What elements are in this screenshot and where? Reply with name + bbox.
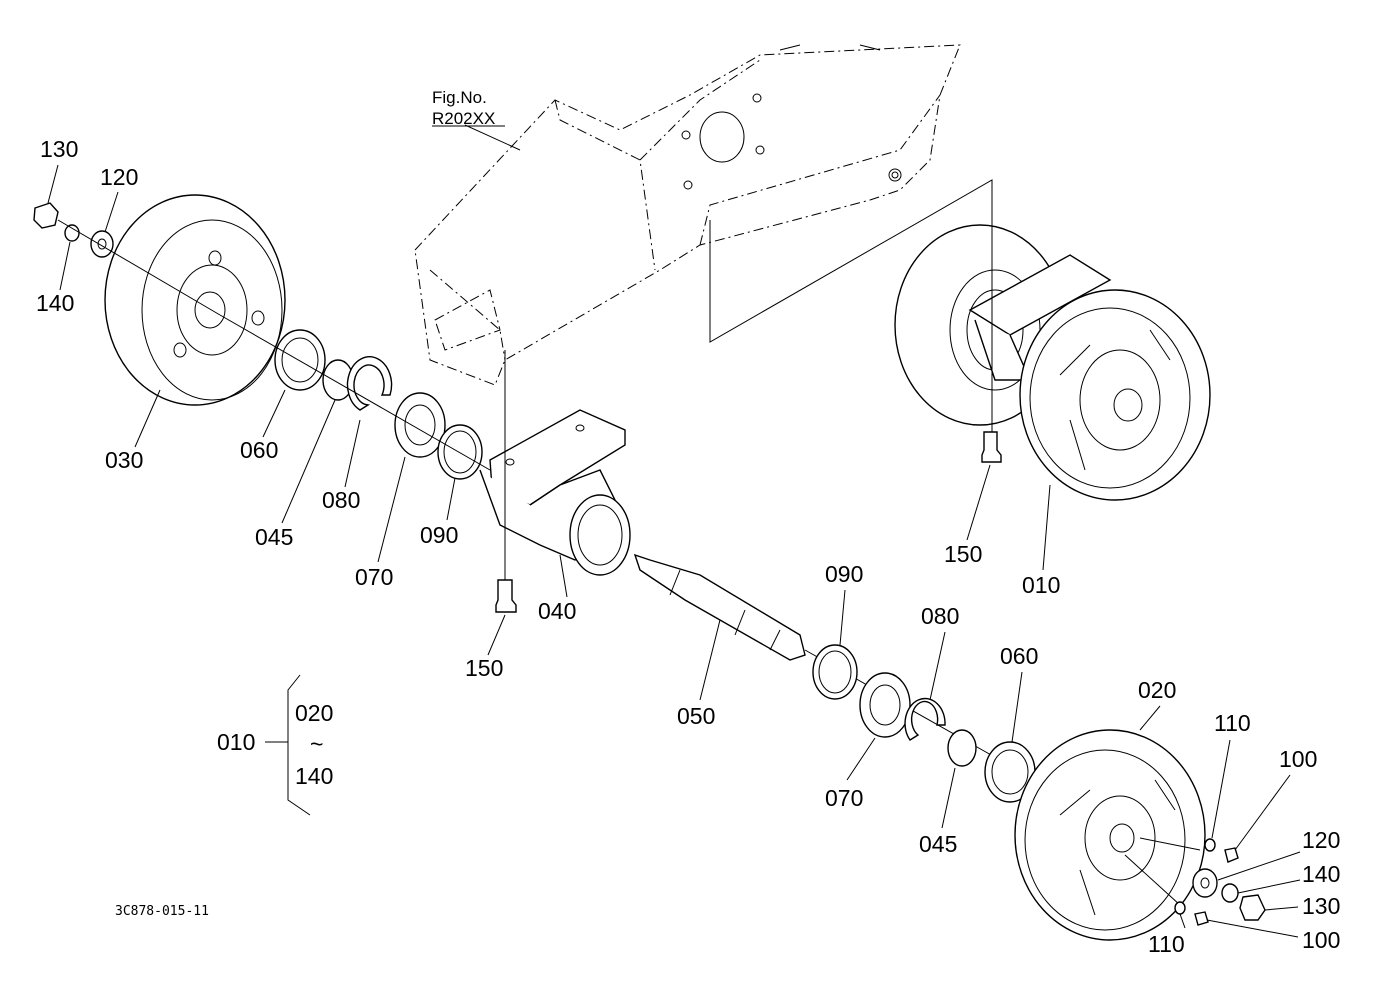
callout-080-left: 080 [322, 487, 360, 513]
callout-140-right: 140 [1302, 861, 1340, 887]
callout-045-right: 045 [919, 831, 957, 857]
left-small-parts [33, 202, 221, 316]
callout-110-bottom: 110 [1148, 931, 1185, 957]
callout-100-top: 100 [1279, 746, 1317, 772]
callout-130-left: 130 [40, 136, 78, 162]
callout-070-left: 070 [355, 564, 393, 590]
left-bearing-stack [219, 314, 491, 480]
assembly-range-start: 020 [295, 700, 333, 726]
wheel-assembly-010 [894, 224, 1211, 501]
callout-060-left: 060 [240, 437, 278, 463]
bolt-150-left [495, 350, 517, 613]
callout-045-left: 045 [255, 524, 293, 550]
callout-140-left: 140 [36, 290, 74, 316]
right-small-parts [1174, 838, 1266, 926]
callout-120-left: 120 [100, 164, 138, 190]
callout-110-top: 110 [1214, 710, 1251, 736]
callout-150-right: 150 [944, 541, 982, 567]
callout-010: 010 [1022, 572, 1060, 598]
callout-150-left: 150 [465, 655, 503, 681]
housing-040 [479, 409, 631, 576]
callout-040: 040 [538, 598, 576, 624]
callout-020: 020 [1138, 677, 1176, 703]
assembly-range-sep: ~ [310, 731, 323, 757]
fig-ref-leader [464, 124, 521, 151]
callout-120-right: 120 [1302, 827, 1340, 853]
assembly-parent: 010 [217, 729, 255, 755]
assembly-note-bracket [265, 674, 311, 816]
leader-lines [47, 164, 1301, 938]
frame-pointer-line [709, 179, 993, 450]
drawing-code: 3C878-015-11 [115, 904, 209, 919]
fig-ref-line2: R202XX [432, 109, 495, 128]
callout-070-right: 070 [825, 785, 863, 811]
callout-090-right: 090 [825, 561, 863, 587]
callout-030: 030 [105, 447, 143, 473]
right-bearing-stack [812, 644, 1036, 803]
bolt-150-right [981, 431, 1002, 463]
frame-outline [414, 44, 961, 386]
callout-130-right: 130 [1302, 893, 1340, 919]
callout-090-left: 090 [420, 522, 458, 548]
callout-050: 050 [677, 703, 715, 729]
fig-ref-line1: Fig.No. [432, 88, 487, 107]
callout-060-right: 060 [1000, 643, 1038, 669]
wheel-020 [1014, 729, 1206, 941]
assembly-range-end: 140 [295, 763, 333, 789]
callout-080-right: 080 [921, 603, 959, 629]
callout-100-bottom: 100 [1302, 927, 1340, 953]
